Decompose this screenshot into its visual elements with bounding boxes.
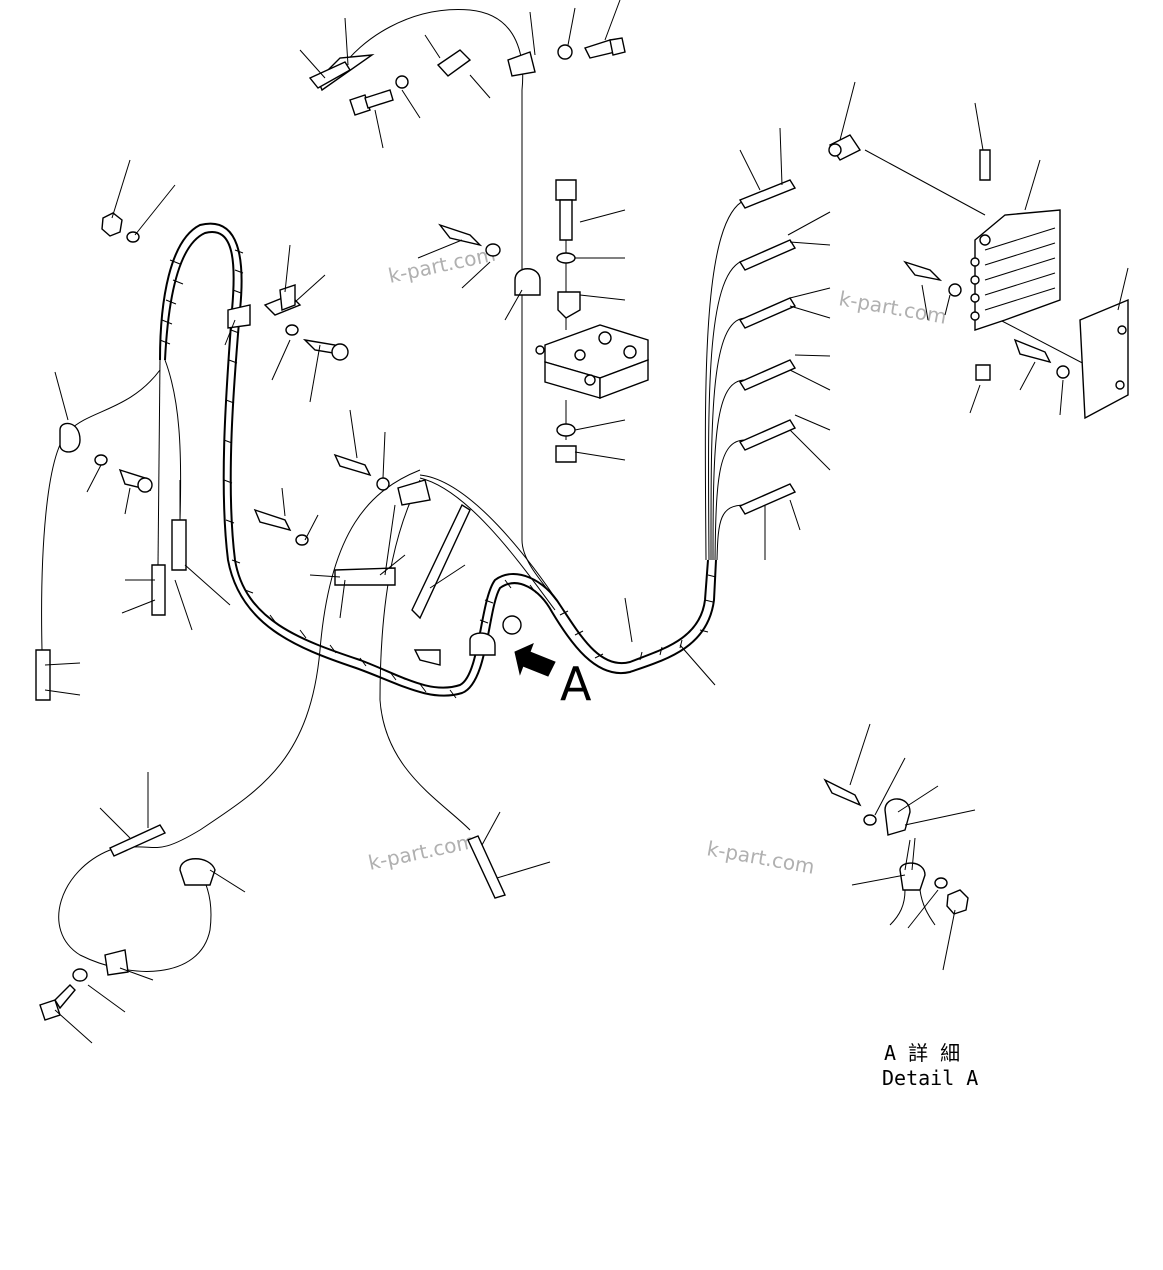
fasteners bbox=[39, 37, 1070, 1021]
bolt-icon bbox=[555, 179, 577, 201]
watermark-4: k-part.com bbox=[705, 836, 816, 879]
watermark-2: k-part.com bbox=[837, 286, 948, 329]
cover-plate bbox=[1079, 298, 1129, 420]
valve-block bbox=[514, 179, 649, 463]
clamp-icon bbox=[104, 949, 129, 976]
leader-lines bbox=[44, 0, 1129, 1044]
clamp-icon bbox=[227, 304, 251, 329]
view-arrow-a: A bbox=[514, 643, 592, 711]
clamp-icon bbox=[514, 268, 541, 296]
distribution-manifold bbox=[828, 134, 1129, 420]
hose-harness bbox=[41, 9, 1116, 972]
left-spiral-hose bbox=[159, 222, 709, 689]
nut-icon bbox=[946, 889, 969, 915]
detail-caption-ja: A 詳 細 bbox=[884, 1041, 960, 1065]
spiral-wrap-marks bbox=[159, 249, 717, 699]
view-marker-label: A bbox=[560, 657, 592, 711]
support-bracket bbox=[411, 503, 471, 620]
hose-end-fittings bbox=[35, 61, 797, 899]
watermarks: k-part.com k-part.com k-part.com k-part.… bbox=[366, 242, 948, 879]
lower-loop-hoses bbox=[58, 469, 561, 972]
detail-caption-en: Detail A bbox=[882, 1066, 978, 1090]
watermark-3: k-part.com bbox=[366, 829, 478, 875]
clamp-icon bbox=[397, 479, 431, 506]
clamp-icon bbox=[884, 798, 911, 836]
manifold-hose bbox=[864, 149, 986, 216]
detail-caption: A 詳 細 Detail A bbox=[882, 1041, 978, 1090]
nut-icon bbox=[101, 212, 123, 237]
clamp-icon bbox=[59, 422, 81, 453]
right-fitting-hoses bbox=[704, 199, 746, 561]
